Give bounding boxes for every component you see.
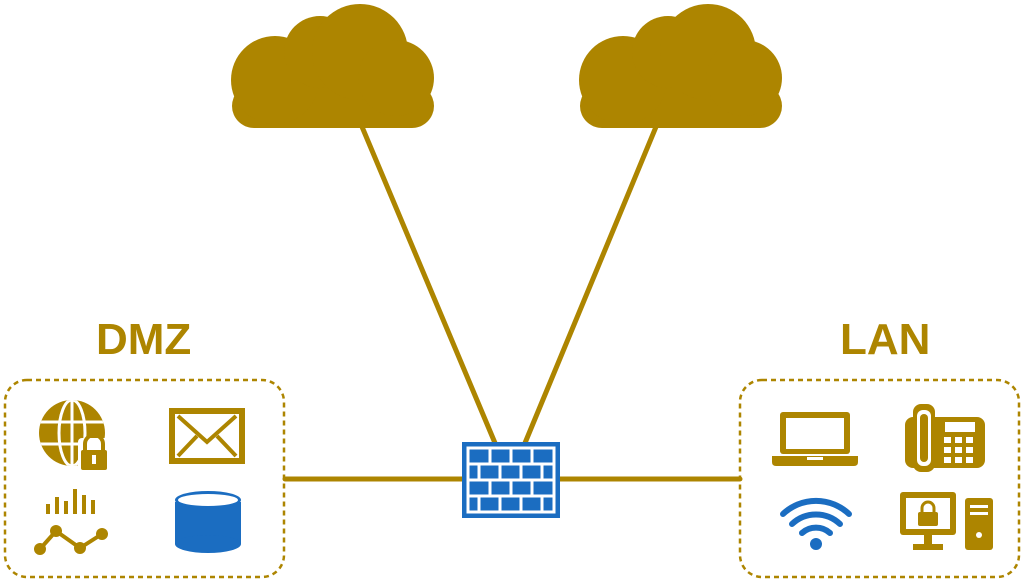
- lan-zone-box: [738, 378, 1021, 579]
- mail-envelope-icon: [169, 408, 245, 464]
- cloud-icon: [231, 4, 434, 128]
- web-security-globe-lock-icon: [39, 400, 110, 472]
- desk-phone-icon: [905, 404, 985, 472]
- laptop-icon: [772, 412, 858, 466]
- dmz-label: DMZ: [96, 315, 192, 364]
- dmz-zone-box: [3, 378, 286, 579]
- cloud-icon: [579, 4, 782, 128]
- connectors: [282, 119, 743, 482]
- firewall-brick-wall-icon: [462, 442, 560, 518]
- lan-label: LAN: [840, 315, 931, 364]
- analytics-chart-icon: [34, 489, 108, 555]
- link-cloud-right-to-firewall: [522, 119, 661, 446]
- secure-workstation-icon: [900, 492, 993, 550]
- database-icon: [175, 491, 241, 553]
- link-cloud-left-to-firewall: [357, 119, 498, 446]
- wifi-icon: [780, 497, 852, 550]
